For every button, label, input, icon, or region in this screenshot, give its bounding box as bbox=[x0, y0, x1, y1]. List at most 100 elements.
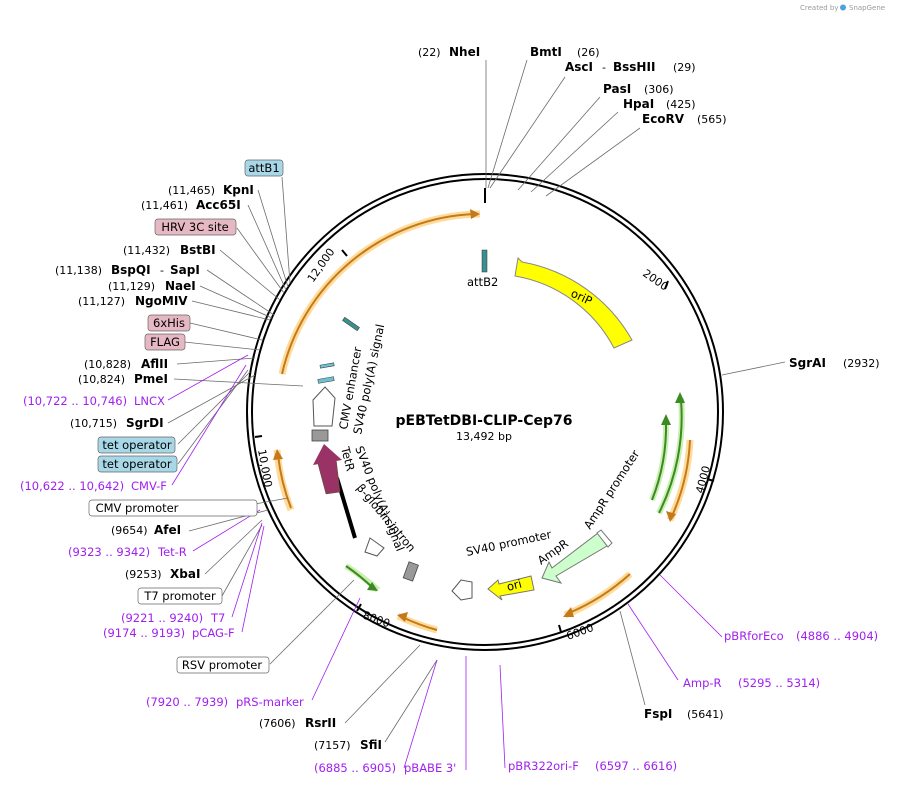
primer-name-cmvf: CMV-F bbox=[131, 479, 167, 493]
attb2-label: attB2 bbox=[467, 275, 498, 289]
primer-arc-lower-right bbox=[568, 573, 631, 614]
enzyme-pos-bmti: (26) bbox=[577, 46, 600, 59]
ampr-feature[interactable] bbox=[541, 532, 608, 584]
enzyme-pos-afei: (9654) bbox=[111, 524, 148, 537]
primer-range-pcagf: (9174 .. 9193) bbox=[103, 626, 185, 640]
tick-label-6000: 6000 bbox=[565, 621, 596, 643]
tet-operator-feature-2[interactable] bbox=[319, 362, 335, 369]
enzyme-pos-sgrdi: (10,715) bbox=[70, 417, 117, 430]
enzyme-pos-asci: (29) bbox=[673, 61, 696, 74]
enzyme-name-sgrai: SgrAI bbox=[789, 356, 826, 370]
enzyme-name-acc65i: Acc65I bbox=[196, 198, 241, 212]
t7-promoter-box bbox=[137, 587, 223, 605]
enzyme-name-bstbi: BstBI bbox=[180, 243, 216, 257]
enzyme-name-xbai: XbaI bbox=[170, 567, 200, 581]
credit-text: Created by bbox=[800, 4, 839, 12]
tet-operator-box-2 bbox=[97, 455, 178, 473]
enzyme-pos-pmei: (10,824) bbox=[78, 373, 125, 386]
ori-feature[interactable] bbox=[487, 575, 535, 601]
enzyme-pos-pasi: (306) bbox=[644, 83, 674, 96]
promoter-arrow-feature[interactable] bbox=[364, 537, 385, 557]
primer-arrowhead-icon bbox=[397, 612, 408, 622]
dash-separator-2: - bbox=[160, 264, 164, 277]
tet-operator-label-2: tet operator bbox=[102, 457, 171, 471]
primer-range-pbr322: (6597 .. 6616) bbox=[595, 759, 677, 773]
enzyme-name-fspi: FspI bbox=[644, 707, 672, 721]
enzyme-pos-fspi: (5641) bbox=[687, 708, 724, 721]
sv40-promoter-feature[interactable] bbox=[451, 579, 473, 601]
enzyme-name-afei: AfeI bbox=[154, 523, 181, 537]
primer-name-pbabe: pBABE 3' bbox=[404, 761, 456, 775]
tick-4000 bbox=[706, 478, 715, 482]
tick-10000 bbox=[254, 435, 263, 438]
enzyme-name-ecorv: EcoRV bbox=[642, 112, 685, 126]
green-arc-2 bbox=[658, 399, 683, 514]
tick-6000 bbox=[558, 624, 562, 633]
attb1-box-label: attB1 bbox=[248, 161, 279, 175]
polya-box[interactable] bbox=[402, 561, 419, 582]
attb2-feature[interactable] bbox=[481, 249, 488, 273]
enzyme-name-pmei: PmeI bbox=[134, 372, 168, 386]
enzyme-pos-bspqi: (11,138) bbox=[55, 264, 102, 277]
primer-arcs bbox=[273, 209, 694, 634]
green-arrowhead-icon bbox=[675, 392, 685, 403]
enzyme-name-kpni: KpnI bbox=[223, 183, 254, 197]
hrv-box-label: HRV 3C site bbox=[161, 220, 228, 234]
primer-range-lncx: (10,722 .. 10,746) bbox=[23, 394, 127, 408]
primer-name-lncx: LNCX bbox=[134, 394, 165, 408]
backbone-outer-ring bbox=[246, 173, 724, 651]
his-box bbox=[147, 314, 191, 332]
enzyme-pos-nhei: (22) bbox=[418, 46, 441, 59]
enzyme-name-sgrdi: SgrDI bbox=[126, 416, 164, 430]
enzyme-pos-ngomiv: (11,127) bbox=[78, 295, 125, 308]
rsv-promoter-label: RSV promoter bbox=[182, 658, 262, 672]
green-arc-3 bbox=[345, 565, 374, 589]
attb1-feature[interactable] bbox=[342, 316, 360, 332]
enzyme-name-sfii: SfiI bbox=[360, 738, 382, 752]
enzyme-name-pasi: PasI bbox=[603, 82, 631, 96]
beta-globin-label: β-globin intron bbox=[354, 481, 419, 555]
enzyme-name-bspqi: BspQI bbox=[111, 263, 151, 277]
enzyme-pos-ecorv: (565) bbox=[697, 113, 727, 126]
green-arc-1 bbox=[651, 421, 668, 501]
primer-arrowhead-icon bbox=[470, 209, 480, 219]
primer-arrowhead-icon bbox=[273, 449, 283, 460]
tick-8000 bbox=[356, 603, 362, 612]
backbone-inner-ring bbox=[251, 178, 719, 646]
primer-name-pbrforeco: pBRforEco bbox=[724, 629, 784, 643]
primer-range-tetr: (9323 .. 9342) bbox=[68, 545, 150, 559]
enzyme-pos-hpai: (425) bbox=[666, 98, 696, 111]
cmv-promoter-box bbox=[88, 499, 258, 517]
sv40-polya-box[interactable] bbox=[311, 429, 329, 442]
primer-range-pbabe: (6885 .. 6905) bbox=[314, 761, 396, 775]
orip-feature[interactable] bbox=[514, 256, 633, 349]
primer-arrowhead-icon bbox=[563, 607, 574, 617]
primer-arc-right bbox=[671, 439, 691, 517]
enzyme-pos-aflii: (10,828) bbox=[84, 358, 131, 371]
primer-name-prs: pRS-marker bbox=[236, 695, 304, 709]
snapgene-logo-icon bbox=[840, 4, 846, 11]
green-arrows bbox=[344, 392, 685, 593]
enzyme-name-ngomiv: NgoMIV bbox=[135, 294, 188, 308]
primer-name-pcagf: pCAG-F bbox=[192, 626, 235, 640]
beta-globin-intron-feature[interactable] bbox=[335, 477, 357, 539]
left-leaders bbox=[167, 176, 355, 665]
primer-arrowhead-icon bbox=[666, 511, 676, 522]
primer-name-pbr322: pBR322ori-F bbox=[508, 759, 579, 773]
enzyme-pos-acc65i: (11,461) bbox=[141, 199, 188, 212]
primer-range-cmvf: (10,622 .. 10,642) bbox=[20, 479, 124, 493]
primer-range-ampr: (5295 .. 5314) bbox=[738, 676, 820, 690]
primer-name-tetr: Tet-R bbox=[157, 545, 187, 559]
ampr-promoter-label: AmpR promoter bbox=[581, 447, 643, 531]
dash-separator: - bbox=[602, 61, 606, 74]
left-primer-leaders bbox=[167, 354, 723, 770]
ampr-promoter-feature[interactable] bbox=[596, 529, 613, 548]
flag-box-label: FLAG bbox=[150, 335, 180, 349]
rsv-promoter-box bbox=[176, 656, 270, 674]
primer-name-ampr: Amp-R bbox=[683, 676, 722, 690]
cmv-enhancer-feature[interactable] bbox=[312, 386, 336, 427]
tet-operator-label-1: tet operator bbox=[102, 438, 171, 452]
enzyme-pos-xbai: (9253) bbox=[125, 568, 162, 581]
tet-operator-feature[interactable] bbox=[317, 376, 335, 384]
enzyme-pos-naei: (11,129) bbox=[108, 280, 155, 293]
